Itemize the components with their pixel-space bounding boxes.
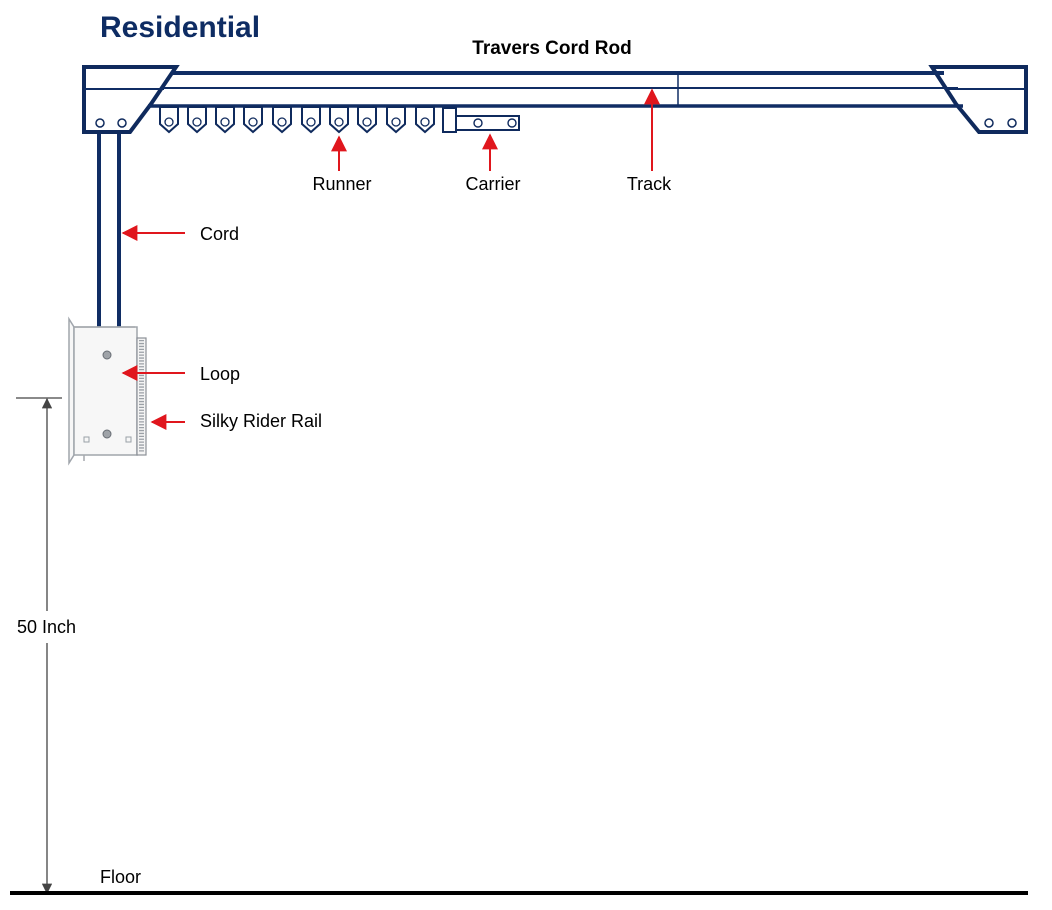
- runner-hole: [277, 117, 287, 127]
- rail-screw: [102, 350, 112, 360]
- left-bracket-screw: [117, 118, 127, 128]
- component-labels: Runner Carrier Track Cord Loop Silky Rid…: [200, 174, 672, 431]
- left-rod-bracket: [82, 65, 180, 134]
- track-label: Track: [627, 174, 672, 194]
- loop-label: Loop: [200, 364, 240, 384]
- annotation-arrows: [121, 88, 660, 430]
- silky-rider-rail-label: Silky Rider Rail: [200, 411, 322, 431]
- right-bracket-screw: [984, 118, 994, 128]
- floor-label: Floor: [100, 867, 141, 887]
- height-label: 50 Inch: [17, 617, 76, 637]
- carrier-hole: [473, 118, 483, 128]
- floor-reference: Floor: [10, 867, 1028, 895]
- rail-screw: [102, 429, 112, 439]
- carrier-hole: [507, 118, 517, 128]
- runner-hole: [192, 117, 202, 127]
- travers-cord-rod: [82, 65, 1028, 134]
- runner-hole: [164, 117, 174, 127]
- runner-hole: [220, 117, 230, 127]
- runner-hole: [306, 117, 316, 127]
- runner-set: [159, 106, 435, 134]
- rail-mount-holes: [83, 436, 132, 443]
- left-bracket-screw: [95, 118, 105, 128]
- cord-label: Cord: [200, 224, 239, 244]
- silky-rider-rail: [136, 337, 147, 456]
- runner-hole: [334, 117, 344, 127]
- carrier-label: Carrier: [465, 174, 520, 194]
- runner-hole: [420, 117, 430, 127]
- right-rod-bracket: [928, 65, 1028, 134]
- carrier-assembly: [442, 107, 520, 133]
- rod-title: Travers Cord Rod: [472, 38, 631, 59]
- runner-hole: [391, 117, 401, 127]
- carrier-arm: [455, 115, 520, 131]
- carrier-block: [442, 107, 457, 133]
- height-dimension: 50 Inch: [16, 397, 76, 895]
- runner-hole: [248, 117, 258, 127]
- page-title: Residential: [100, 11, 260, 44]
- runner-label: Runner: [312, 174, 371, 194]
- runner-hole: [362, 117, 372, 127]
- silky-rider-rail-device: [68, 316, 147, 466]
- right-bracket-screw: [1007, 118, 1017, 128]
